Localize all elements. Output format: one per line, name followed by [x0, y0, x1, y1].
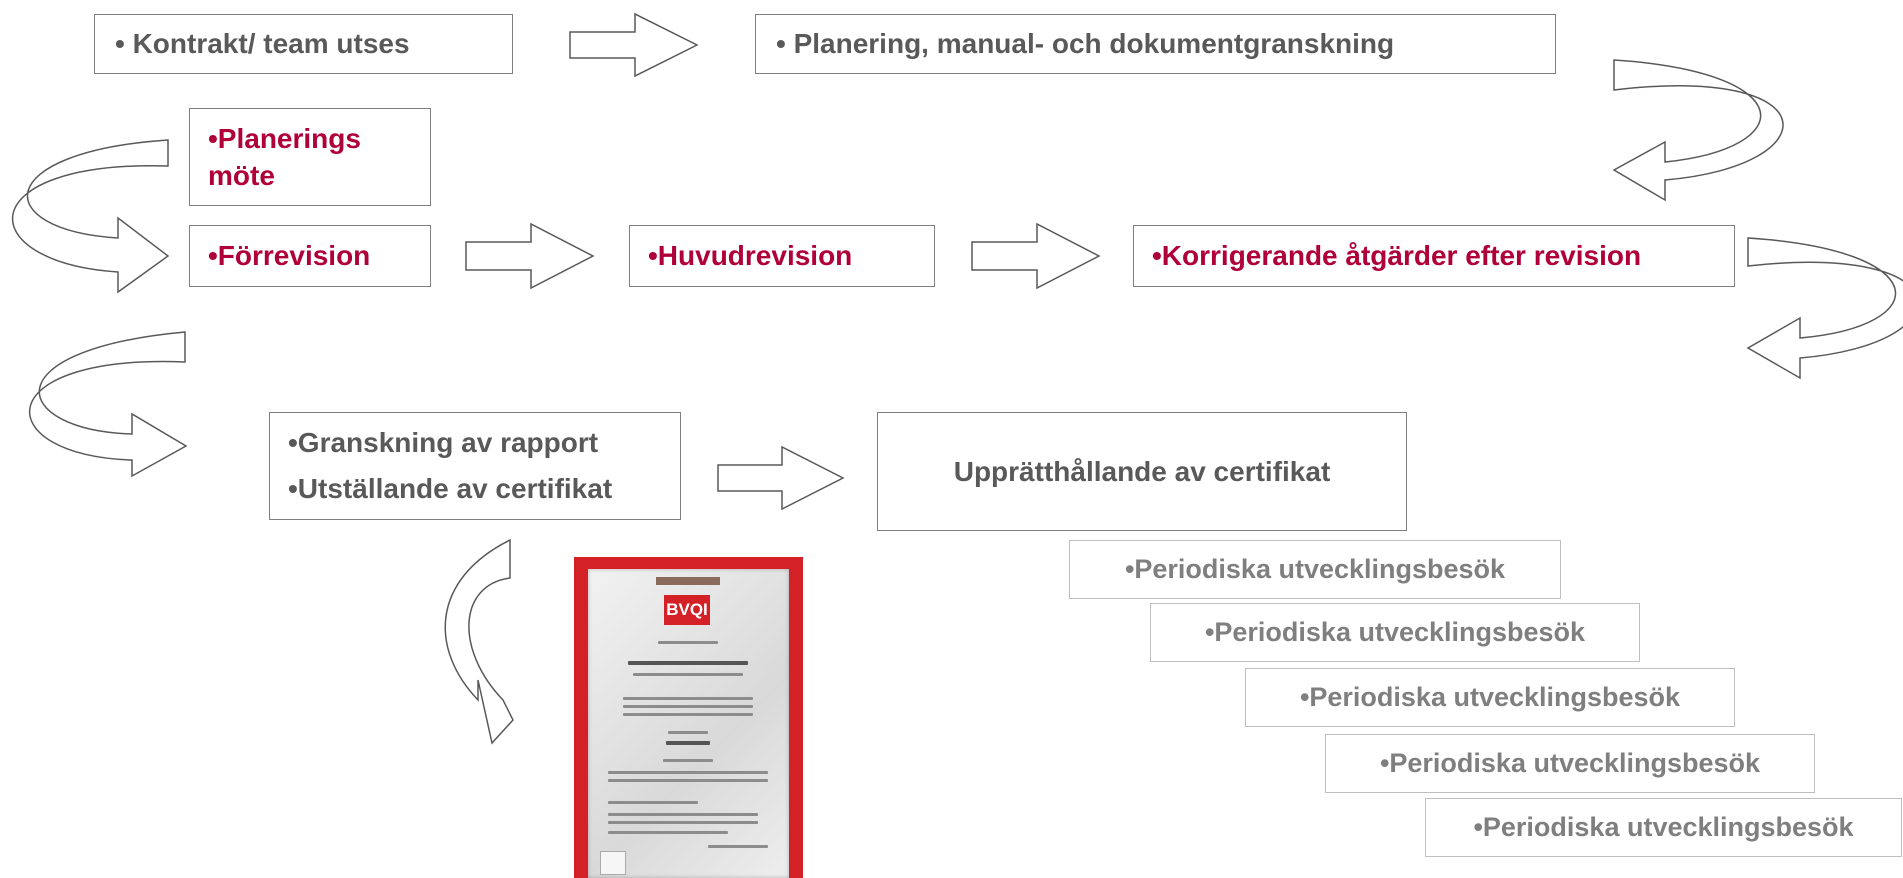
certificate-text-line	[608, 779, 768, 782]
pre-audit-box: •Förrevision	[189, 225, 431, 287]
periodic-visit-label: •Periodiska utvecklingsbesök	[1124, 554, 1506, 584]
periodic-visit-label: •Periodiska utvecklingsbesök	[1473, 812, 1854, 842]
arrow-right-icon	[971, 222, 1101, 290]
main-audit-label: •Huvudrevision	[648, 240, 853, 271]
certificate-maintenance-box: Upprätthållande av certifikat	[877, 412, 1407, 531]
periodic-visit-label: •Periodiska utvecklingsbesök	[1204, 617, 1586, 647]
periodic-visit-box: •Periodiska utvecklingsbesök	[1425, 798, 1902, 857]
certificate-sheet: BVQI	[588, 569, 789, 878]
arrow-right-icon	[717, 445, 845, 511]
certificate-text-line	[623, 713, 753, 716]
arrow-right-icon	[569, 12, 699, 78]
corrective-actions-box: •Korrigerande åtgärder efter revision	[1133, 225, 1735, 287]
corrective-actions-label: •Korrigerande åtgärder efter revision	[1152, 240, 1642, 271]
certificate-text-line	[608, 801, 698, 804]
certificate-text-line	[608, 813, 758, 816]
certificate-text-line	[608, 771, 768, 774]
certificate-issue-label: •Utställande av certifikat	[288, 473, 613, 504]
arrow-right-icon	[465, 222, 595, 290]
certificate-maintenance-label: Upprätthållande av certifikat	[953, 455, 1331, 487]
certificate-text-line	[658, 641, 718, 644]
pre-audit-label: •Förrevision	[208, 240, 371, 271]
curved-arrow-icon	[11, 139, 170, 294]
certificate-text-line	[628, 661, 748, 665]
periodic-visit-box: •Periodiska utvecklingsbesök	[1245, 668, 1735, 727]
contract-team-label: • Kontrakt/ team utses	[115, 28, 410, 59]
planning-meeting-box: •Planerings möte	[189, 108, 431, 206]
bvqi-logo: BVQI	[664, 595, 710, 625]
certificate-text-line	[623, 697, 753, 700]
certificate-logo-bar	[656, 577, 720, 585]
certificate-text-line	[608, 831, 728, 834]
certificate-text-line	[668, 731, 708, 734]
periodic-visit-label: •Periodiska utvecklingsbesök	[1379, 748, 1761, 778]
periodic-visit-box: •Periodiska utvecklingsbesök	[1325, 734, 1815, 793]
periodic-visit-label: •Periodiska utvecklingsbesök	[1299, 682, 1681, 712]
curved-arrow-icon	[1612, 59, 1784, 202]
periodic-visit-box: •Periodiska utvecklingsbesök	[1069, 540, 1561, 599]
main-audit-box: •Huvudrevision	[629, 225, 935, 287]
planning-meeting-label: •Planerings möte	[208, 123, 361, 191]
certificate-text-line	[663, 759, 713, 762]
planning-review-label: • Planering, manual- och dokumentgranskn…	[776, 28, 1395, 59]
contract-team-box: • Kontrakt/ team utses	[94, 14, 513, 74]
certificate-image: BVQI	[574, 557, 803, 878]
certificate-text-line	[633, 673, 743, 676]
curved-arrow-icon	[444, 538, 514, 745]
report-review-label: •Granskning av rapport	[288, 427, 599, 458]
certificate-text-line	[623, 705, 753, 708]
curved-arrow-icon	[28, 331, 188, 478]
certificate-text-line	[608, 821, 758, 824]
certificate-signature-line	[708, 845, 768, 848]
periodic-visit-box: •Periodiska utvecklingsbesök	[1150, 603, 1640, 662]
curved-arrow-icon	[1746, 237, 1903, 380]
report-certificate-box: •Granskning av rapport •Utställande av c…	[269, 412, 681, 520]
certificate-text-line	[666, 741, 710, 745]
planning-review-box: • Planering, manual- och dokumentgranskn…	[755, 14, 1556, 74]
certificate-stamp	[600, 851, 626, 875]
